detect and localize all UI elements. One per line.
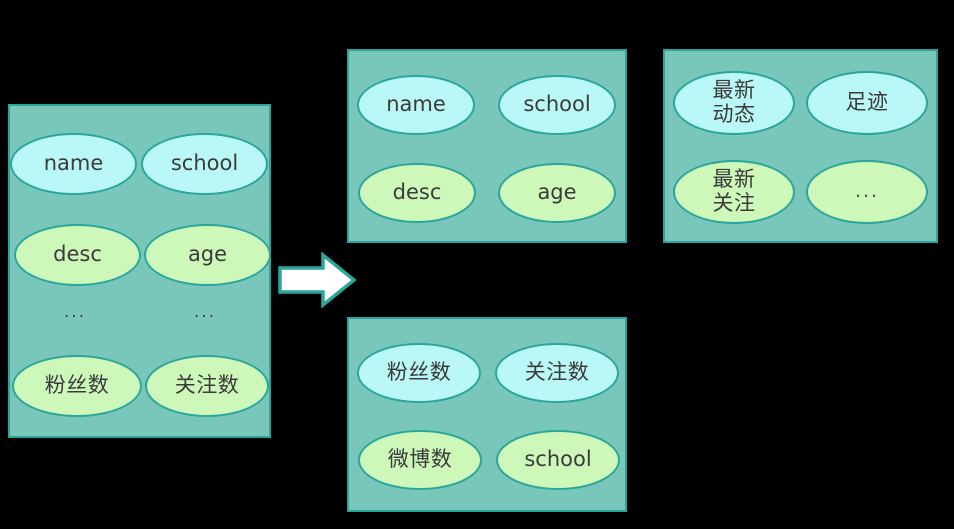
node-fans-count-stats[interactable]: 粉丝数 [357, 343, 481, 403]
node-footprint[interactable]: 足迹 [806, 71, 928, 135]
node-desc-profile[interactable]: desc [358, 163, 476, 223]
node-following-count-stats[interactable]: 关注数 [495, 343, 619, 403]
node-latest-following[interactable]: 最新 关注 [673, 160, 795, 224]
node-fans-count-source[interactable]: 粉丝数 [12, 355, 142, 417]
node-age-profile[interactable]: age [498, 163, 616, 223]
node-name-source[interactable]: name [10, 133, 137, 195]
source-ellipsis-left: ... [63, 302, 87, 322]
node-school-stats[interactable]: school [496, 430, 620, 490]
node-name-profile[interactable]: name [357, 75, 475, 135]
node-weibo-count-stats[interactable]: 微博数 [358, 430, 482, 490]
node-following-count-source[interactable]: 关注数 [145, 355, 269, 417]
node-age-source[interactable]: age [144, 224, 271, 286]
node-school-source[interactable]: school [141, 133, 268, 195]
node-activity-ellipsis[interactable]: ... [806, 160, 928, 224]
node-latest-feed[interactable]: 最新 动态 [673, 71, 795, 135]
node-desc-source[interactable]: desc [14, 224, 141, 286]
node-school-profile[interactable]: school [498, 75, 616, 135]
source-ellipsis-right: ... [193, 302, 217, 322]
right-arrow-icon [278, 252, 356, 308]
